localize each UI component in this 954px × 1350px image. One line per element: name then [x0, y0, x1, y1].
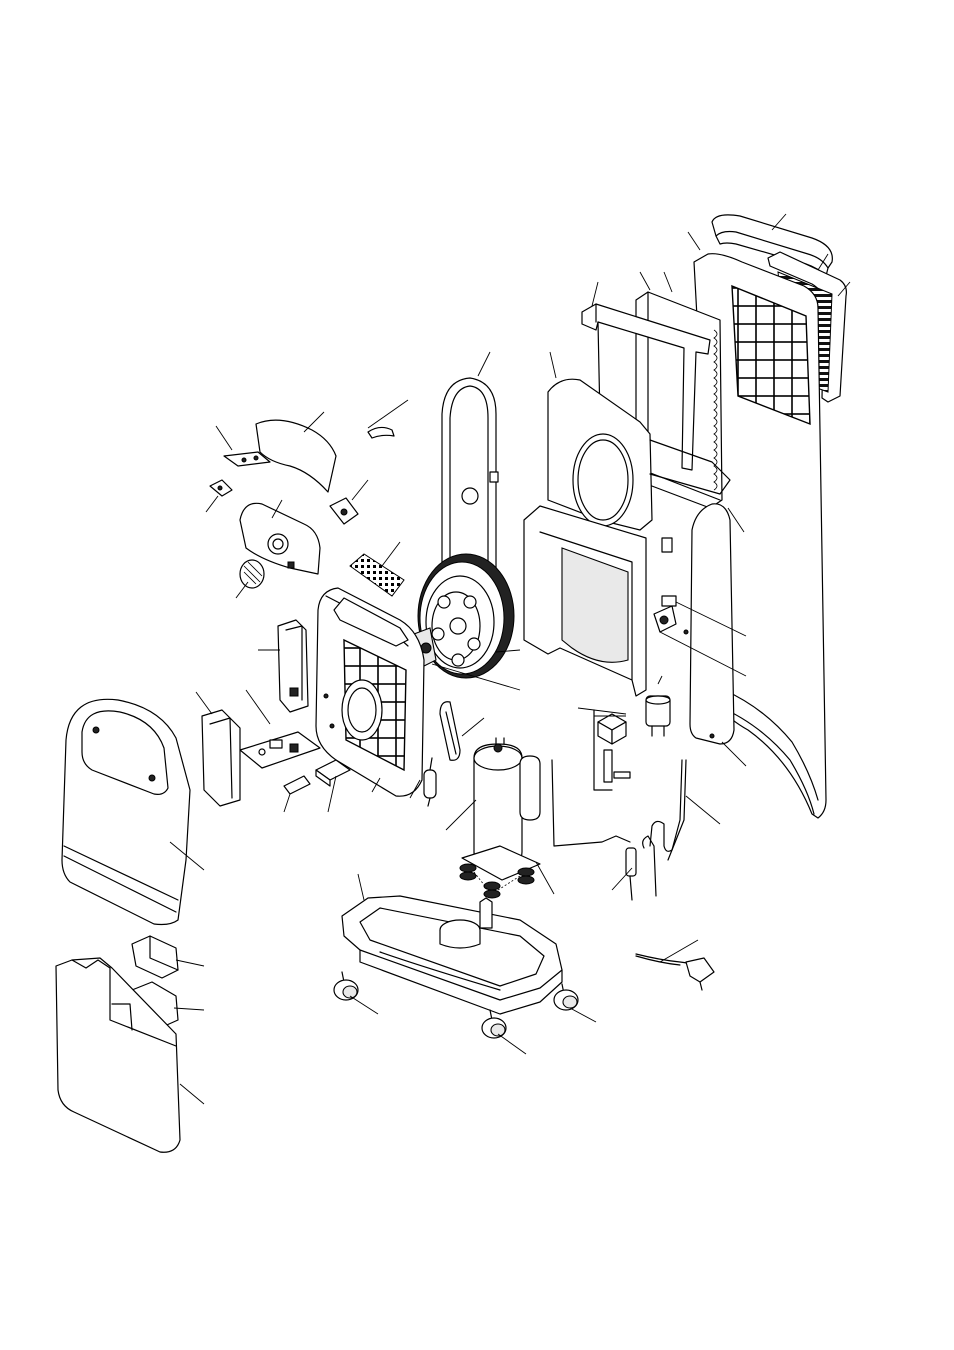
knob — [239, 559, 265, 589]
fan-shroud-plate — [441, 377, 499, 613]
float — [131, 935, 179, 979]
level-sensor — [653, 595, 677, 633]
grommets — [459, 863, 535, 899]
pcb-small — [329, 497, 359, 525]
power-cord — [635, 953, 715, 991]
filter-drier — [423, 757, 437, 807]
clip — [367, 426, 395, 439]
valve-assembly — [593, 709, 631, 791]
caster-left — [333, 971, 359, 1001]
control-cover — [255, 419, 337, 493]
terminal-block — [283, 775, 311, 795]
capillary-loop — [439, 701, 461, 761]
display-window — [201, 709, 241, 807]
refrigerant-piping — [551, 759, 687, 901]
front-cover — [61, 698, 191, 926]
fan-chassis — [523, 378, 731, 697]
water-tank — [55, 957, 181, 1153]
relay — [315, 759, 351, 787]
main-pcb — [239, 731, 321, 769]
capacitor — [645, 695, 671, 737]
base-tray — [341, 895, 563, 1015]
top-bar — [333, 597, 409, 647]
leader-lines — [169, 213, 851, 1105]
side-panel — [683, 503, 735, 745]
control-panel — [239, 502, 321, 575]
control-box — [277, 619, 309, 713]
caster-front — [481, 1009, 507, 1039]
compressor — [461, 737, 541, 881]
caster-right — [553, 983, 579, 1011]
switch — [209, 479, 233, 497]
pcb-display — [223, 451, 271, 467]
fan-wheel — [417, 553, 515, 679]
dust-filter — [349, 553, 405, 597]
